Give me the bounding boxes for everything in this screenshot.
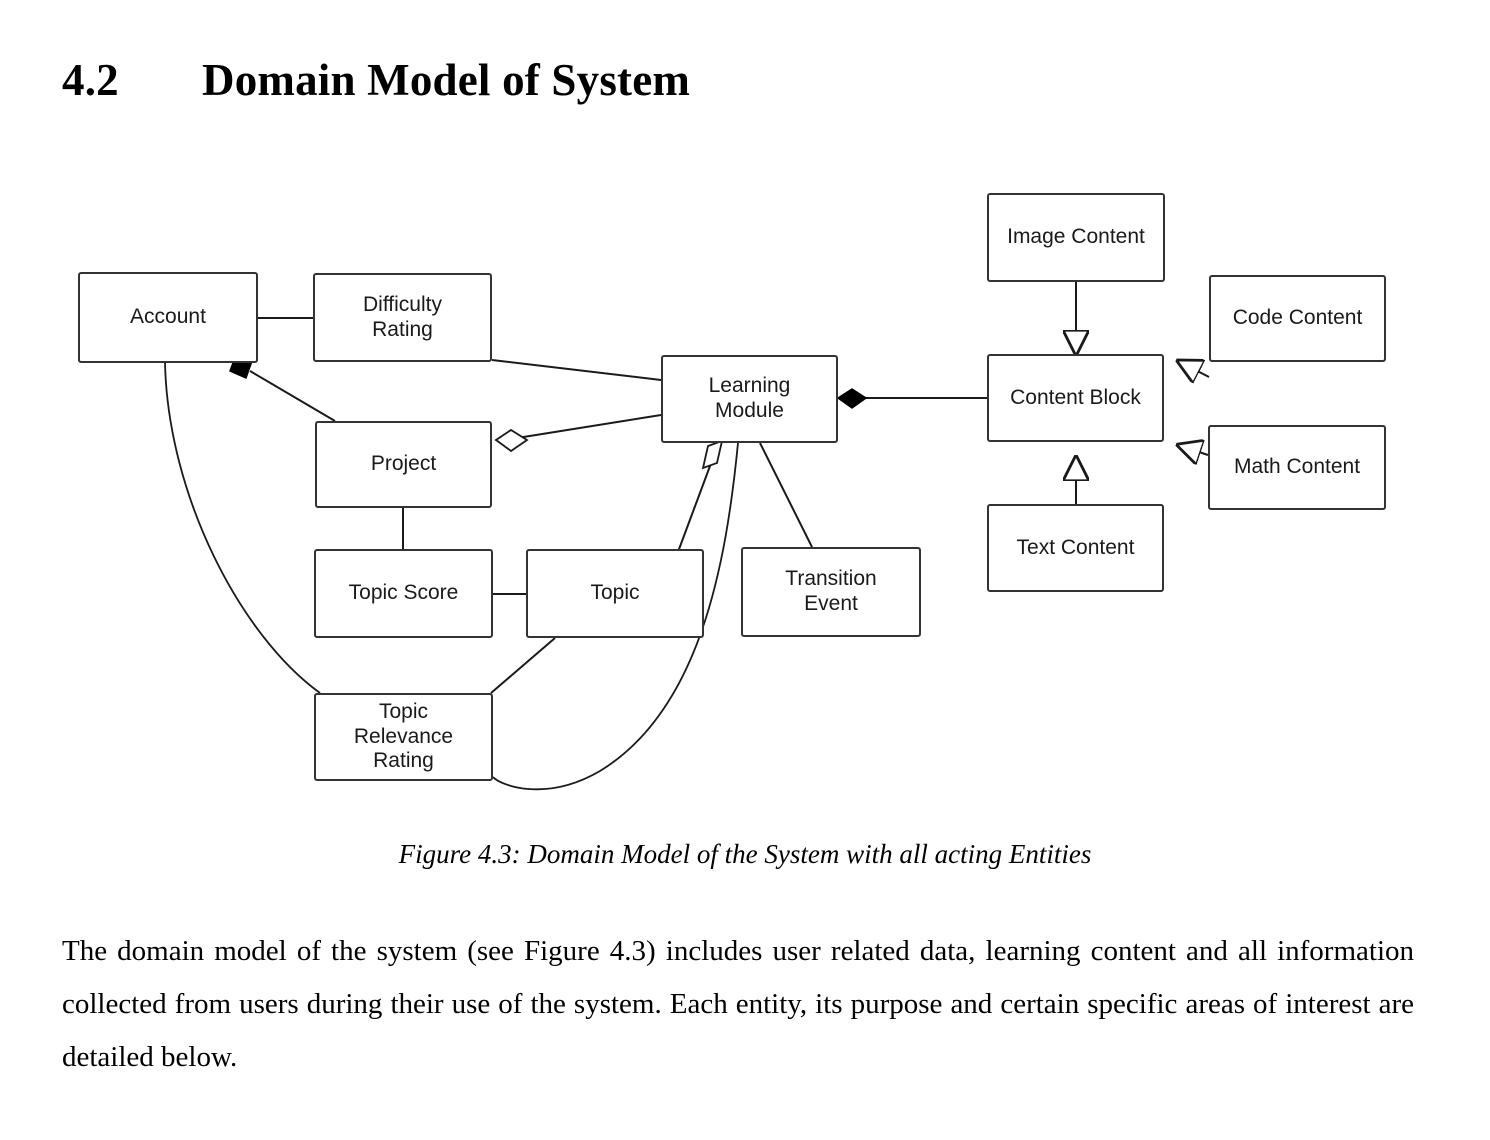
- aggregation-diamond-project: [494, 428, 529, 453]
- diagram-canvas: [164, 282, 1210, 791]
- entity-label: Topic Score: [348, 581, 459, 605]
- body-paragraph: The domain model of the system (see Figu…: [62, 935, 1414, 1073]
- entity-label: Account: [130, 305, 206, 329]
- entity-label: Text Content: [1016, 535, 1135, 559]
- edge-difficulty-learning: [491, 359, 662, 381]
- edge-learning-topicrelevance: [492, 442, 739, 791]
- entity-label: Image Content: [1007, 225, 1145, 249]
- entity-topic[interactable]: Topic: [526, 549, 704, 638]
- entity-text-content[interactable]: Text Content: [987, 504, 1164, 592]
- entity-account[interactable]: Account: [78, 272, 258, 363]
- entity-label: Project: [370, 452, 437, 476]
- entity-topic-score[interactable]: Topic Score: [314, 549, 493, 638]
- entity-label: Math Content: [1233, 455, 1361, 479]
- edge-topic-topicrelevance: [490, 637, 556, 694]
- entity-label: Code Content: [1232, 306, 1363, 330]
- section-title-text: Domain Model of System: [202, 55, 691, 105]
- entity-content-block[interactable]: Content Block: [987, 354, 1164, 442]
- composition-diamond-learning-contentblock: [836, 388, 868, 409]
- edge-project-learning: [510, 414, 662, 440]
- edge-account-project: [249, 370, 336, 422]
- figure-caption: Figure 4.3: Domain Model of the System w…: [398, 839, 1092, 869]
- edge-codecontent-contentblock: [1178, 361, 1210, 377]
- entity-label: Content Block: [1010, 385, 1141, 409]
- section-number: 4.2: [62, 55, 119, 105]
- entity-label: Topic: [590, 581, 640, 605]
- page-title: 4.2 Domain Model of System: [62, 58, 690, 103]
- edge-mathcontent-contentblock: [1178, 445, 1209, 455]
- entity-math-content[interactable]: Math Content: [1208, 425, 1386, 510]
- entity-project[interactable]: Project: [315, 421, 492, 508]
- entity-image-content[interactable]: Image Content: [987, 193, 1165, 282]
- edge-account-topicrelevance: [164, 362, 321, 694]
- edge-learning-transition: [759, 442, 813, 548]
- entity-code-content[interactable]: Code Content: [1209, 275, 1386, 362]
- aggregation-diamond-learning: [701, 439, 724, 470]
